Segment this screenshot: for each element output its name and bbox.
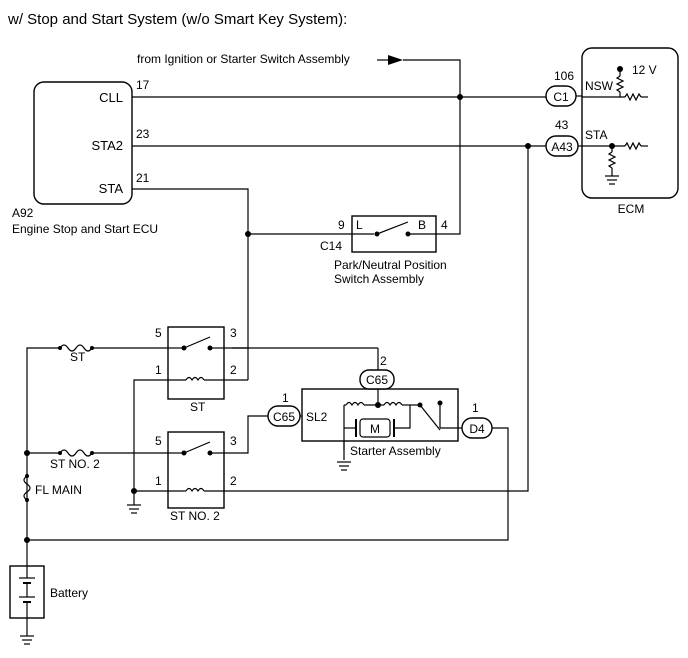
relay-st-pin-2: 2: [230, 363, 237, 377]
pnp-pin-9: 9: [338, 218, 345, 232]
ecu-code: A92: [12, 206, 34, 220]
starter-coil2-icon: [383, 401, 403, 407]
starter-pin-1-left: 1: [282, 391, 289, 405]
relay-st-contact-icon: [183, 336, 211, 349]
ecm-nsw-hresistor-icon: [624, 92, 642, 102]
battery-label: Battery: [50, 586, 88, 600]
connector-a43-label: A43: [551, 140, 573, 154]
ecu-pin-label-sta: STA: [99, 181, 124, 196]
relay-st2-pin-2: 2: [230, 474, 237, 488]
ecu-pin-label-cll: CLL: [99, 90, 123, 105]
relay-st2-pin-3: 3: [230, 434, 237, 448]
relay-st: [167, 326, 225, 400]
starter-name: Starter Assembly: [350, 444, 441, 458]
ecm-nsw-pin: 106: [554, 69, 574, 83]
ecu-pin-number-21: 21: [136, 171, 150, 185]
connector-c65-top: [359, 369, 395, 390]
fuse-st-label: ST: [70, 350, 86, 364]
ecm-ground-icon: [605, 175, 619, 185]
battery-icon: [19, 566, 35, 618]
relay-st2-pin-1: 1: [155, 474, 162, 488]
ecm-box: [581, 47, 679, 199]
connector-d4-label: D4: [469, 422, 485, 436]
battery-ground-icon: [20, 635, 34, 645]
relay-st2-contact-icon: [183, 441, 211, 454]
starter-pin-2: 2: [380, 354, 387, 368]
connector-c65-left-label: C65: [273, 410, 295, 424]
ecm-sta-hresistor-icon: [624, 141, 642, 151]
fuse-st-icon: [59, 344, 93, 352]
arrow-icon: [388, 55, 403, 65]
fuse-st-no2-label: ST NO. 2: [50, 457, 100, 471]
relay-st-coil-icon: [185, 376, 205, 382]
connector-c1-label: C1: [553, 90, 569, 104]
ecm-nsw-resistor-icon: [615, 75, 625, 93]
wire-d4-to-battery: [27, 427, 509, 541]
relay-st-pin-1: 1: [155, 363, 162, 377]
fuse-fl-main-label: FL MAIN: [35, 483, 82, 497]
ecu-name: Engine Stop and Start ECU: [12, 222, 158, 236]
connector-c65-left: [267, 405, 301, 427]
wire-left-rail: [26, 347, 60, 540]
ecu-pin-label-sta2: STA2: [91, 138, 123, 153]
fuse-fl-main-icon: [23, 475, 31, 501]
motor-symbol: M: [370, 422, 380, 436]
ecm-sta-resistor-icon: [607, 151, 617, 169]
fuse-st-no2-icon: [59, 449, 93, 457]
pnp-name-line1: Park/Neutral Position: [334, 258, 447, 272]
pnp-pin-4: 4: [441, 218, 448, 232]
relay-st-no2: [167, 431, 225, 509]
ecm-nsw-label: NSW: [585, 79, 614, 93]
pnp-label-b: B: [418, 218, 426, 232]
starter-assembly: [301, 388, 459, 442]
relay-st-name: ST: [190, 400, 206, 414]
pnp-connector-c14: C14: [320, 239, 342, 253]
ecu-pin-number-23: 23: [136, 127, 150, 141]
ecm-voltage: 12 V: [632, 63, 657, 77]
relay-st2-name: ST NO. 2: [170, 509, 220, 523]
starter-sl2: SL2: [306, 410, 328, 424]
starter-contact-icon: [419, 404, 441, 431]
wire-relay-st2-to-sl2: [224, 415, 268, 454]
starter-ground-icon: [337, 461, 351, 471]
starter-motor-icon: [359, 418, 391, 438]
wire-ignition: [403, 59, 461, 235]
relay-st-pin-3: 3: [230, 326, 237, 340]
ecm-sta-pin: 43: [555, 118, 569, 132]
engine-stop-start-ecu: [33, 81, 133, 205]
starter-coil1-icon: [345, 401, 365, 407]
pnp-switch-contact-icon: [376, 221, 409, 235]
wire-sta2-to-relay: [224, 146, 529, 492]
ecm-name: ECM: [618, 202, 645, 216]
relay-st-pin-5: 5: [155, 326, 162, 340]
relay-ground-icon: [127, 504, 141, 514]
wire-sta: [132, 188, 249, 349]
wire-relay-ground: [133, 379, 168, 505]
starter-pin-1-right: 1: [472, 401, 479, 415]
relay-st2-pin-5: 5: [155, 434, 162, 448]
pnp-name-line2: Switch Assembly: [334, 272, 424, 286]
relay-st2-coil-icon: [185, 487, 205, 493]
ecu-pin-number-17: 17: [136, 78, 150, 92]
ecm-sta-label: STA: [585, 128, 607, 142]
connector-c65-top-label: C65: [366, 373, 388, 387]
from-ignition-label: from Ignition or Starter Switch Assembly: [137, 52, 350, 66]
pnp-label-l: L: [356, 218, 363, 232]
diagram-title: w/ Stop and Start System (w/o Smart Key …: [7, 11, 347, 28]
